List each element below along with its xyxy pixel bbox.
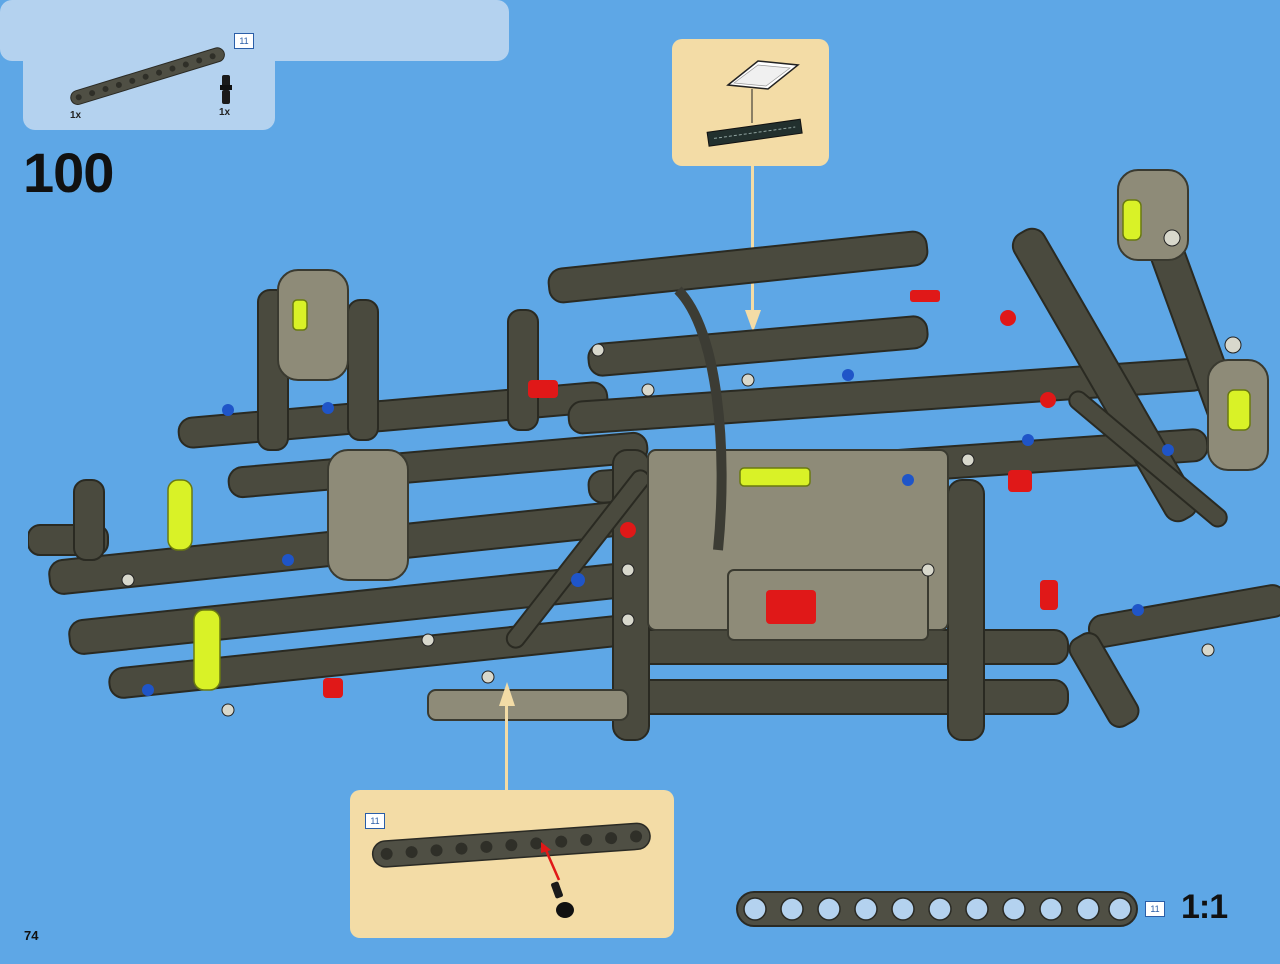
part-quantity: 1x <box>70 110 82 121</box>
scale-label: 1:1 <box>1181 888 1228 926</box>
beam-length-badge: 11 <box>1145 901 1165 917</box>
step-number: 100 <box>23 141 114 204</box>
parts-list-pin-icon <box>220 75 232 104</box>
beam-length-badge: 11 <box>234 33 254 49</box>
callout-pointer <box>499 682 515 706</box>
beam-11-scale-icon <box>736 891 1138 927</box>
sticker-callout <box>672 39 829 166</box>
page-number: 74 <box>24 928 39 943</box>
callout-connector <box>505 705 508 790</box>
parts-list-beam-icon <box>70 47 225 106</box>
beam-length-badge: 11 <box>365 813 385 829</box>
callout-pointer <box>745 310 761 332</box>
axle-pin-insert-arrow-icon <box>541 842 574 918</box>
part-quantity: 1x <box>219 107 231 118</box>
beam-11-icon <box>371 822 651 868</box>
callout-connector <box>751 166 754 316</box>
sticker-sheet-icon <box>706 60 803 147</box>
chassis-model-illustration <box>28 169 1280 741</box>
